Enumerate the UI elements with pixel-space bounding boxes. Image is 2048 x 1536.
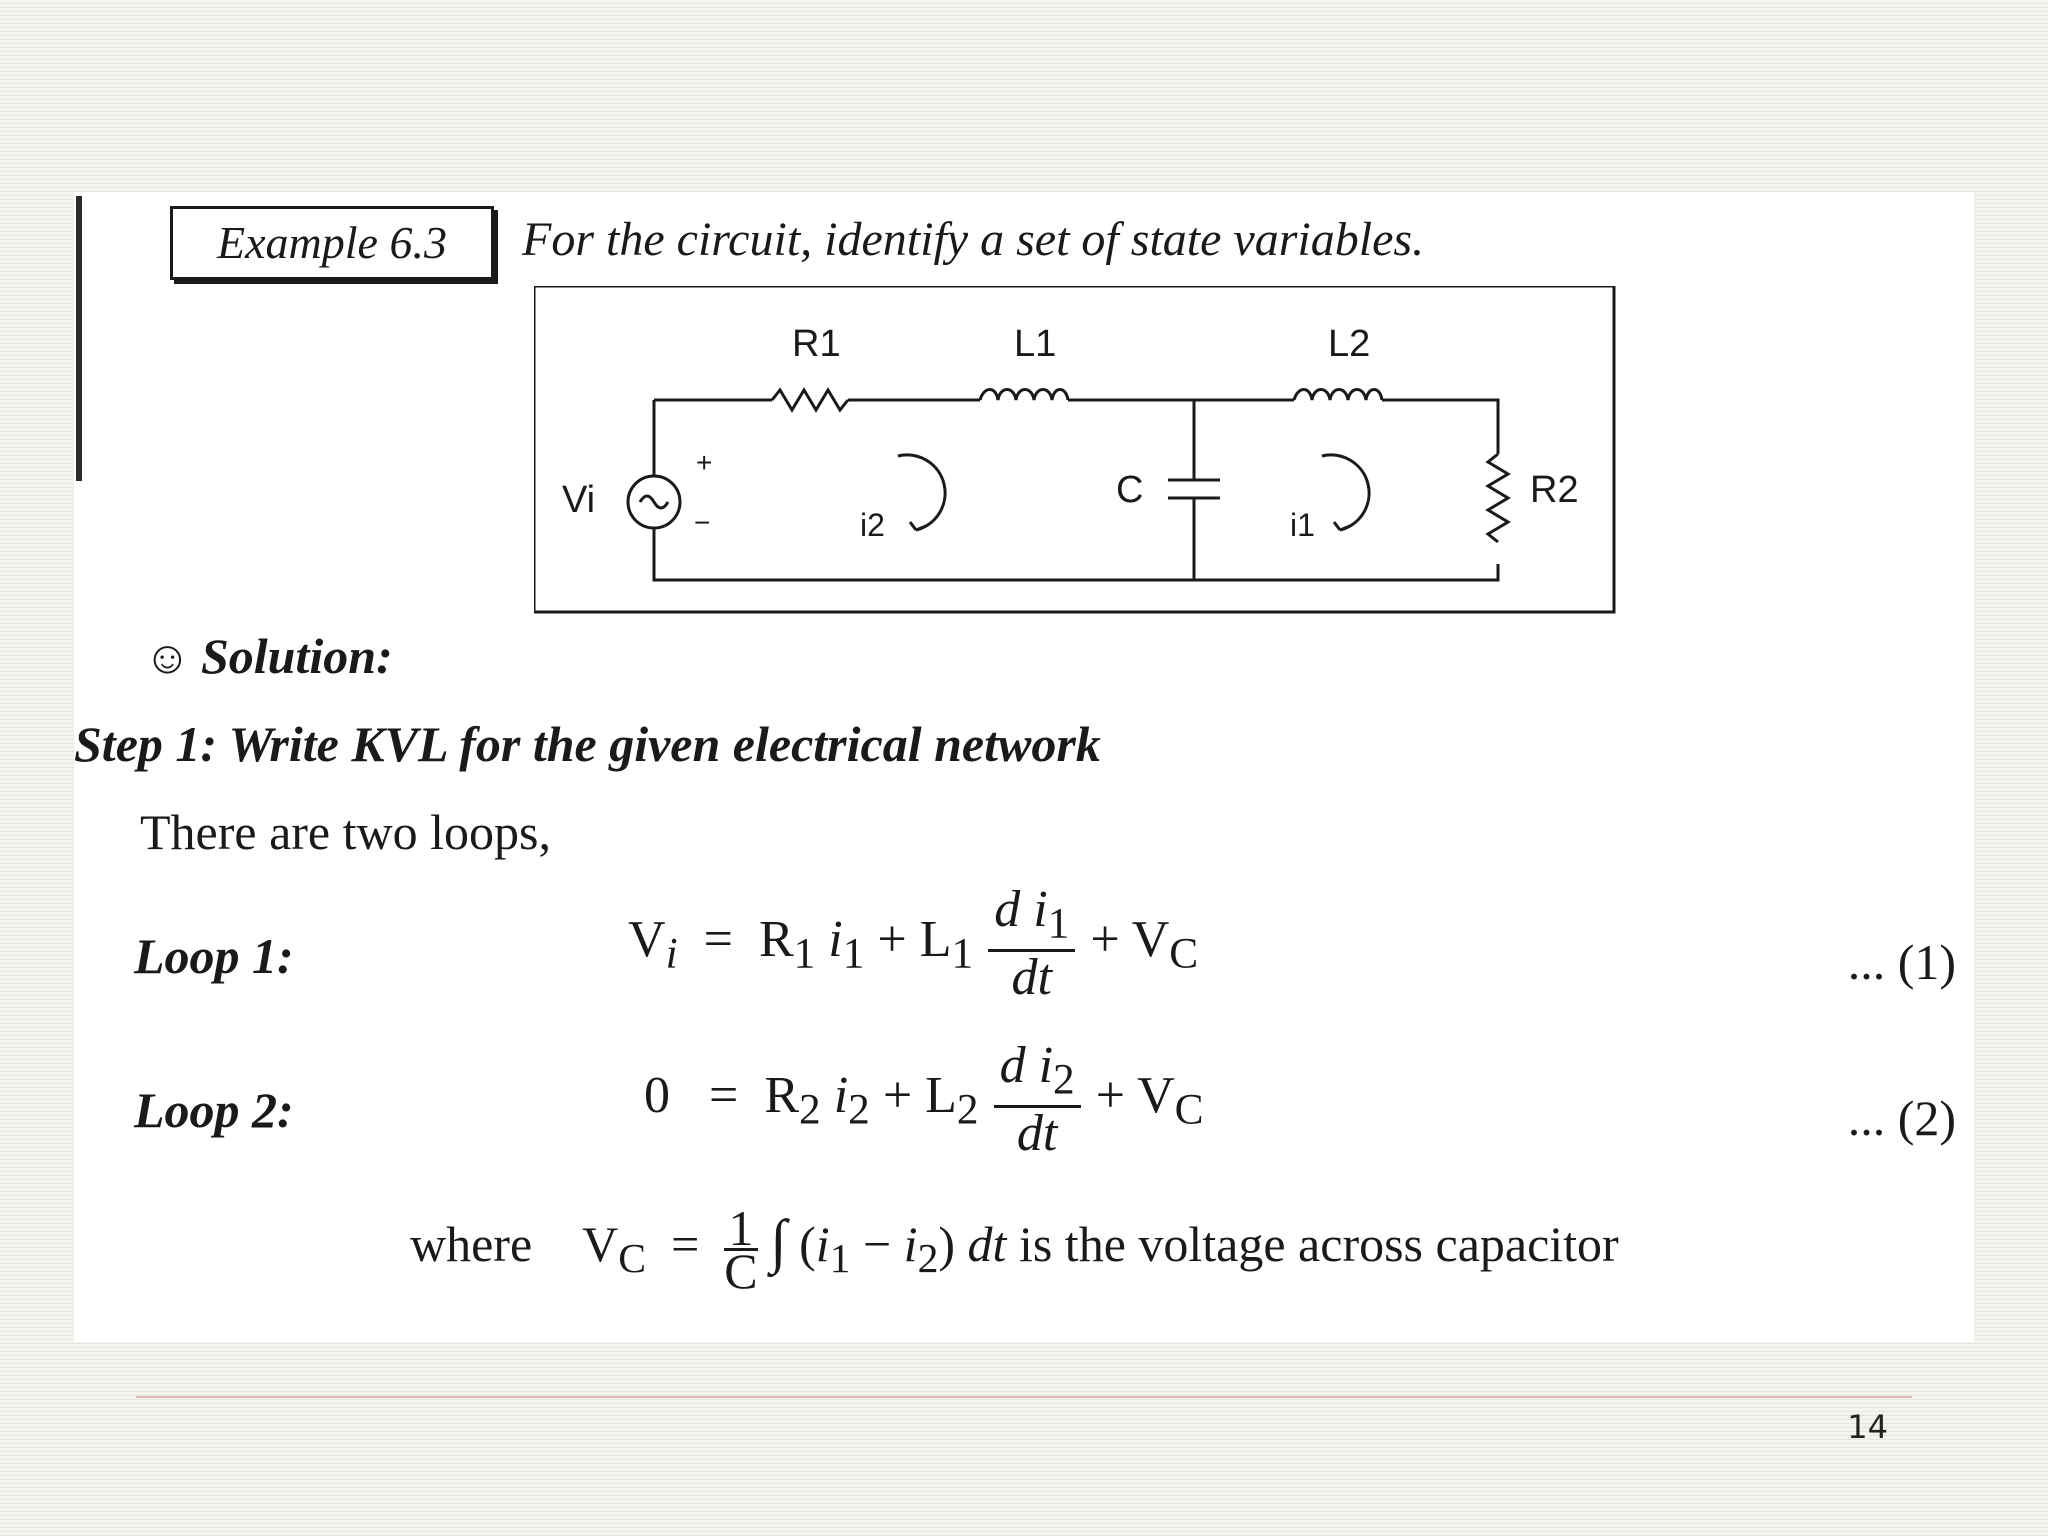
where-i2-sub: 2: [917, 1235, 939, 1282]
loop-1-equals: =: [703, 911, 733, 969]
loop-1-lhs-sub: i: [665, 929, 678, 978]
loop-2-vc-sub: C: [1174, 1085, 1204, 1134]
smiley-icon: ☺: [144, 632, 191, 683]
problem-statement: For the circuit, identify a set of state…: [522, 213, 1425, 266]
where-i1: i: [815, 1215, 830, 1272]
footer-divider: [136, 1396, 1912, 1398]
loop-1-derivative: d i1 dt: [988, 881, 1076, 1007]
loop-1-l-sub: 1: [951, 929, 974, 978]
where-dt: dt: [967, 1215, 1007, 1272]
loop-2-r-sub: 2: [799, 1085, 821, 1134]
loop-current-i1: i1: [1290, 507, 1315, 543]
loop-arrow-right: [1321, 453, 1371, 532]
loop-1-deriv-den: dt: [1011, 949, 1052, 1007]
loop-2-vc: + V: [1095, 1067, 1175, 1125]
where-equals: =: [671, 1215, 700, 1272]
loop-1-l: L: [919, 911, 952, 969]
loop-2-deriv-num-sub: 2: [1053, 1055, 1075, 1104]
source-label: Vi: [562, 479, 595, 521]
scanned-page: [74, 192, 1974, 1342]
scan-edge-mark: [76, 196, 82, 481]
loop-1-vc: + V: [1090, 911, 1170, 969]
where-frac-den: C: [724, 1243, 758, 1299]
loop-2-i: i: [833, 1067, 849, 1125]
where-fraction: 1 C: [724, 1203, 758, 1299]
loop-1-lhs: V: [628, 911, 666, 969]
loop-1-label: Loop 1:: [134, 928, 294, 984]
r1-label: R1: [792, 323, 841, 365]
loop-2-deriv-num: d i: [999, 1037, 1054, 1094]
capacitor-plates: [1168, 478, 1220, 500]
loop-1-vc-sub: C: [1169, 929, 1199, 978]
loop-arrow-left-head: [908, 521, 927, 532]
loop-2-i-sub: 2: [848, 1085, 870, 1134]
loop-1-equation: Vi = R1 i1 + L1 d i1 dt + VC: [628, 884, 1198, 1004]
loop-1-i-sub: 1: [842, 929, 865, 978]
example-label: Example 6.3: [217, 217, 447, 268]
loop-2-derivative: d i2 dt: [993, 1037, 1081, 1163]
solution-label: Solution:: [200, 628, 393, 684]
l1-label: L1: [1014, 323, 1056, 365]
diagram-frame: [534, 286, 1616, 614]
resistor-r2: [1485, 452, 1511, 544]
where-open-paren: (: [799, 1215, 816, 1272]
loop-current-i2: i2: [860, 507, 885, 543]
page-number: 14: [1847, 1408, 1888, 1446]
inductor-l1: [978, 388, 1070, 401]
wire-top-d: [1382, 398, 1500, 454]
where-lhs: V: [582, 1215, 619, 1272]
loop-2-equals: =: [709, 1067, 739, 1125]
solution-heading: ☺Solution:: [144, 624, 393, 690]
source-minus: −: [694, 507, 710, 538]
where-i2: i: [903, 1215, 918, 1272]
integral-sign: ∫: [770, 1207, 787, 1274]
capacitor-voltage-definition: where VC = 1 C ∫ (i1 − i2) dt is the vol…: [410, 1203, 1619, 1299]
where-minus: −: [850, 1215, 904, 1272]
step-1-heading: Step 1: Write KVL for the given electric…: [74, 716, 1101, 772]
ac-source: [626, 474, 682, 530]
where-frac-num: 1: [724, 1203, 758, 1253]
circuit-diagram: Vi + − R1 L1 L2 C R2 i2 i1: [534, 286, 1616, 614]
loop-2-l-sub: 2: [956, 1085, 979, 1134]
loop-2-equation: 0 = R2 i2 + L2 d i2 dt + VC: [644, 1040, 1204, 1160]
example-label-box: Example 6.3: [170, 206, 494, 280]
capacitor-label: C: [1116, 469, 1143, 511]
loop-1-i: i: [828, 911, 843, 969]
loop-1-r-sub: 1: [793, 929, 816, 978]
equation-number-2: ... (2): [1847, 1090, 1956, 1146]
loop-2-r: R: [764, 1067, 800, 1125]
loop-1-deriv-num: d i: [994, 881, 1048, 938]
resistor-r1: [770, 387, 850, 413]
wire-top-left: [652, 400, 1500, 582]
loop-2-deriv-den: dt: [1016, 1105, 1058, 1163]
r2-label: R2: [1530, 469, 1579, 511]
intro-text: There are two loops,: [140, 804, 551, 860]
ac-source-wave: [638, 494, 670, 510]
where-close-paren: ): [938, 1215, 956, 1272]
loop-1-r: R: [758, 911, 794, 969]
loop-1-deriv-num-sub: 1: [1047, 899, 1070, 948]
source-plus: +: [696, 447, 712, 478]
l2-label: L2: [1328, 323, 1370, 365]
inductor-l2: [1292, 388, 1384, 401]
where-description: is the voltage across capacitor: [1018, 1215, 1619, 1272]
equation-number-1: ... (1): [1847, 934, 1956, 990]
where-lhs-sub: C: [618, 1235, 647, 1282]
loop-2-plus: +: [882, 1067, 913, 1125]
loop-arrow-right-head: [1332, 521, 1351, 532]
where-word: where: [410, 1215, 533, 1272]
loop-2-label: Loop 2:: [134, 1082, 294, 1138]
where-i1-sub: 1: [829, 1235, 851, 1282]
loop-2-lhs: 0: [644, 1067, 670, 1125]
loop-2-l: L: [925, 1067, 957, 1125]
loop-arrow-left: [897, 453, 947, 532]
loop-1-plus: +: [877, 911, 907, 969]
